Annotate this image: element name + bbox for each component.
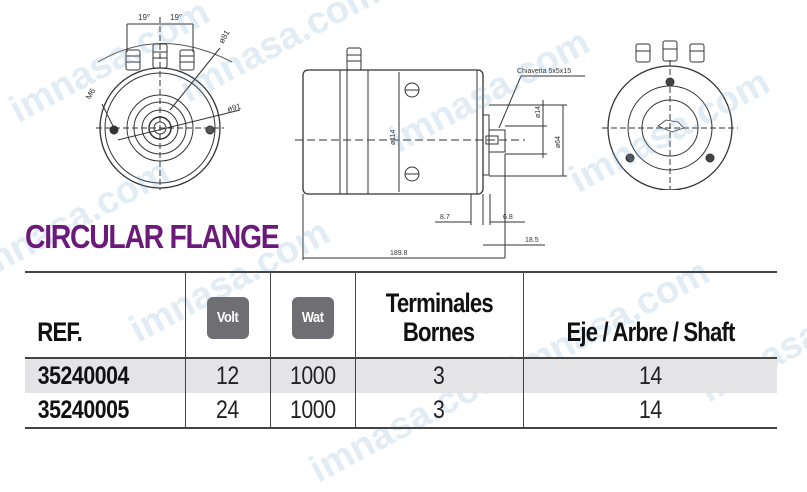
- cell-shaft: 14: [522, 393, 777, 428]
- cell-volt: 12: [184, 358, 270, 393]
- dim-18-5-label: 18.5: [525, 237, 539, 244]
- dim-6-8-label: 6.8: [503, 214, 513, 221]
- dim-8-7-label: 8.7: [440, 214, 450, 221]
- side-view-drawing: Chiavetta 5x5x15 ø114 ø14 ø64 8.7 6.8 18…: [295, 47, 585, 260]
- rear-view-drawing: [602, 40, 738, 190]
- col-header-wat: Wat: [269, 272, 355, 359]
- diameter-91-label: ø91: [226, 102, 242, 114]
- col-header-shaft: Eje / Arbre / Shaft: [522, 272, 777, 359]
- front-view-drawing: 19° 19° ø81 ø91 M6: [84, 13, 242, 190]
- cell-ref: 35240004: [25, 358, 185, 393]
- cell-volt: 24: [184, 393, 270, 428]
- col-header-volt: Volt: [184, 272, 270, 359]
- col-header-ref: REF.: [25, 272, 185, 359]
- shaft-diameter-label: ø14: [535, 106, 542, 118]
- overall-length-label: 189.8: [390, 250, 408, 257]
- col-header-terminals: Terminales Bornes: [354, 272, 523, 359]
- cell-shaft: 14: [522, 358, 777, 393]
- cell-terminals: 3: [354, 393, 523, 428]
- diameter-81-label: ø81: [217, 28, 232, 45]
- angle-right-label: 19°: [170, 13, 182, 22]
- table-header-row: REF. Volt Wat Terminales Bornes Eje / Ar…: [25, 272, 777, 359]
- hole-m6-label: M6: [84, 86, 98, 101]
- pilot-diameter-label: ø64: [555, 136, 562, 148]
- cell-terminals: 3: [354, 358, 523, 393]
- cell-wat: 1000: [269, 393, 355, 428]
- wat-badge: Wat: [291, 297, 334, 339]
- cell-ref: 35240005: [37, 395, 130, 424]
- volt-badge: Volt: [206, 297, 249, 339]
- spec-table: REF. Volt Wat Terminales Bornes Eje / Ar…: [25, 271, 777, 429]
- angle-left-label: 19°: [138, 13, 150, 22]
- table-row: 35240005 24 1000 3 14: [25, 393, 777, 428]
- cell-wat: 1000: [269, 358, 355, 393]
- section-title: CIRCULAR FLANGE: [25, 218, 280, 255]
- key-label: Chiavetta 5x5x15: [517, 68, 571, 75]
- body-diameter-label: ø114: [390, 129, 397, 145]
- table-row: 35240004 12 1000 3 14: [25, 358, 777, 393]
